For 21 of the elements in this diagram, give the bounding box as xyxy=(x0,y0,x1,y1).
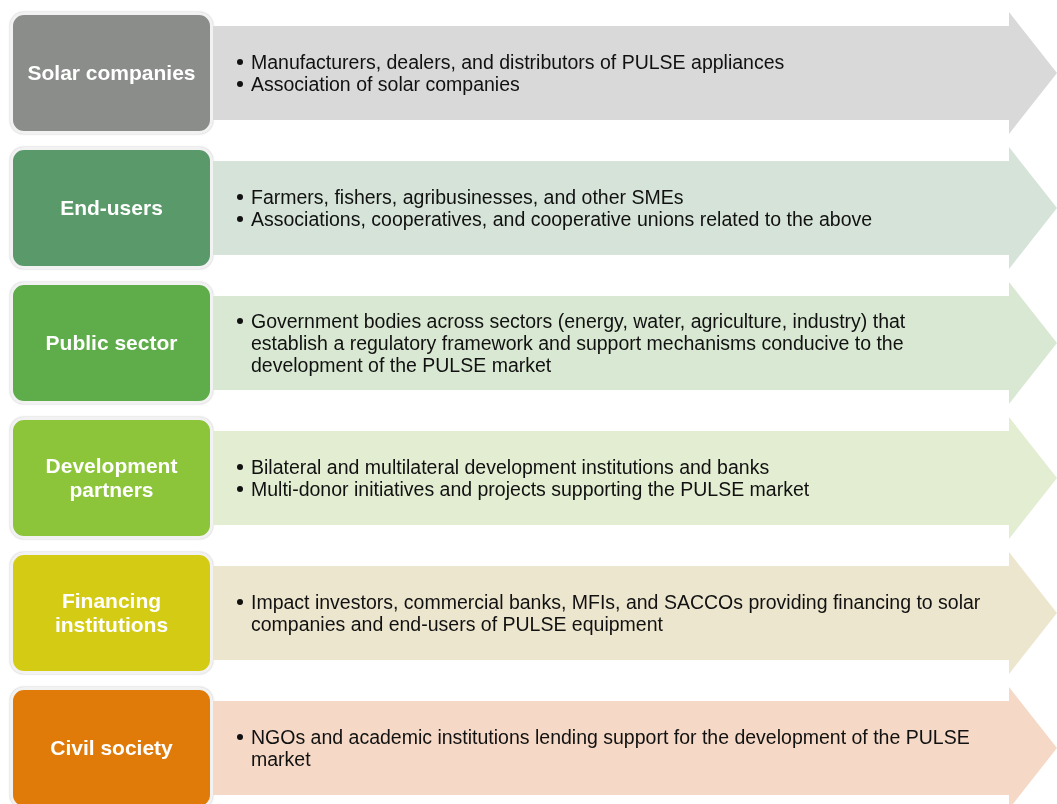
category-box: Public sector xyxy=(10,282,213,404)
category-box: Development partners xyxy=(10,417,213,539)
arrow-band xyxy=(213,687,1057,804)
bullet-text: Manufacturers, dealers, and distributors of PULSE appliances xyxy=(251,51,785,73)
arrow-band xyxy=(213,552,1057,674)
category-box: Civil society xyxy=(10,687,213,804)
bullet-text: NGOs and academic institutions lending support for the development of the PULSE market xyxy=(251,726,971,770)
arrow-band xyxy=(213,417,1057,539)
arrow-band xyxy=(213,147,1057,269)
bullet-text: Impact investors, commercial banks, MFIs, and SACCOs providing financing to solar companies and end-users of PULSE equipment xyxy=(251,591,982,635)
bullet-text: Multi-donor initiatives and projects supporting the PULSE market xyxy=(251,478,810,500)
bullet-text: Government bodies across sectors (energy, water, agriculture, industry) that establish a regulatory framework and support mechanisms conducive to the development of the PULSE market xyxy=(251,310,907,376)
category-box: Financing institutions xyxy=(10,552,213,674)
category-box: Solar companies xyxy=(10,12,213,134)
arrow-band xyxy=(213,282,1057,404)
arrow-band xyxy=(213,12,1057,134)
bullet-text: Bilateral and multilateral development institutions and banks xyxy=(251,456,770,478)
bullet-text: Association of solar companies xyxy=(251,73,520,95)
bullet-text: Associations, cooperatives, and cooperative unions related to the above xyxy=(251,208,873,230)
bullet-text: Farmers, fishers, agribusinesses, and other SMEs xyxy=(251,186,684,208)
category-box: End-users xyxy=(10,147,213,269)
